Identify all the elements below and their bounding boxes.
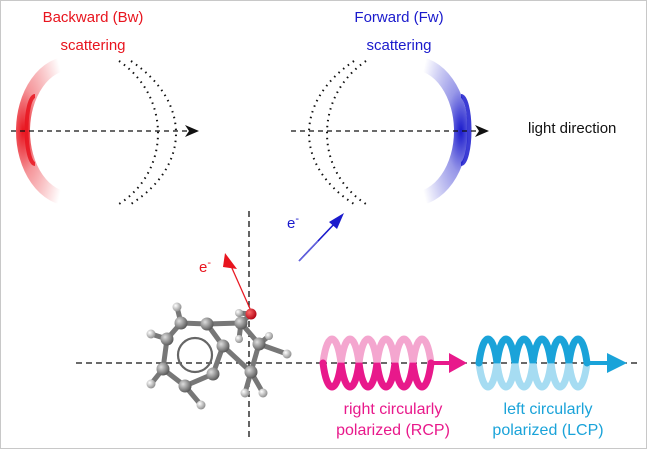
- backward-label-line1: Backward (Bw): [42, 9, 144, 26]
- lcp-helix-icon: [475, 335, 627, 391]
- arrow-head-icon: [475, 125, 489, 137]
- forward-electron-arrow: [298, 213, 344, 262]
- molecule-atoms: [146, 302, 292, 410]
- forward-label-line1: Forward (Fw): [354, 9, 444, 26]
- lcp-label-line2: polarized (LCP): [492, 422, 604, 439]
- electron-symbol: e: [199, 259, 208, 276]
- rcp-label-line2: polarized (RCP): [336, 422, 450, 439]
- rcp-label-line1: right circularly: [343, 401, 443, 418]
- backward-scattering-lobe: [16, 56, 177, 206]
- light-direction-label: light direction: [528, 120, 617, 137]
- backward-label-line2: scattering: [60, 37, 126, 54]
- lcp-label-line1: left circularly: [503, 401, 593, 418]
- indanol-molecule-icon: [148, 304, 290, 408]
- rcp-helix-icon: [319, 335, 467, 391]
- forward-electron-label: e-: [287, 210, 299, 233]
- backward-electron-label: e-: [199, 254, 211, 277]
- forward-label-line2: scattering: [366, 37, 432, 54]
- electron-sign: -: [207, 257, 212, 269]
- forward-scattering-lobe: [308, 56, 472, 206]
- electron-sign: -: [295, 213, 300, 225]
- aromatic-ring: [176, 336, 214, 374]
- backward-electron-arrow: [223, 253, 252, 312]
- electron-symbol: e: [287, 215, 296, 232]
- arrow-head-icon: [185, 125, 199, 137]
